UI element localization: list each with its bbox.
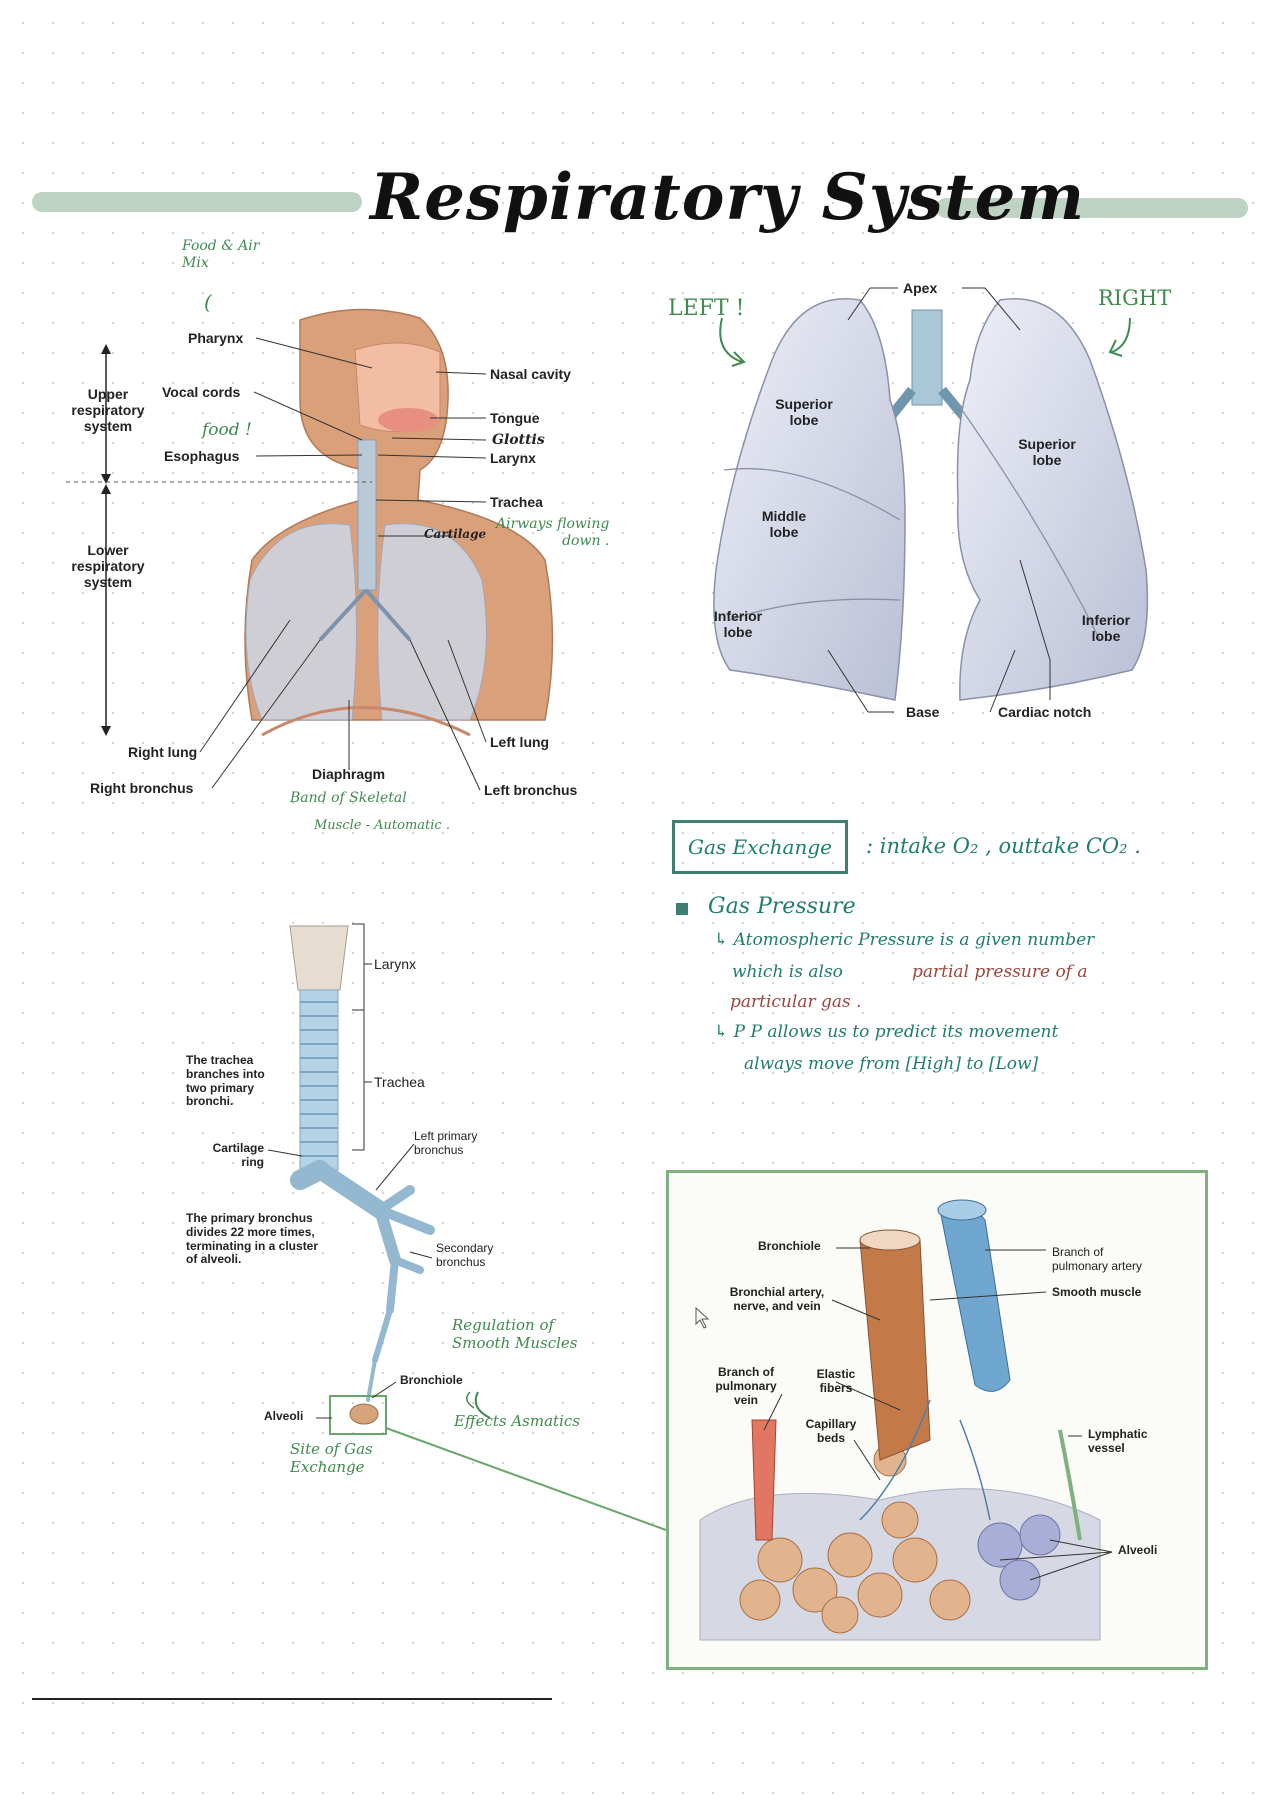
note-airways: Airways flowing down . [496,516,610,549]
lung-right-shape [956,298,1149,701]
mouse-cursor-icon [695,1306,710,1329]
note-food: food ! [202,420,252,440]
note-food-air-mix: Food & Air Mix [182,238,260,271]
label-branch-pulmonary-artery: Branch of pulmonary artery [1052,1245,1143,1273]
note-regulation: Regulation of Smooth Muscles [452,1316,578,1352]
alveoli-cluster [349,1403,379,1425]
label-alveoli-2: Alveoli [264,1409,304,1423]
note-band: Band of Skeletal [290,790,407,806]
lymphatic-vessel [1058,1429,1082,1541]
gas-line-1: ↳ Atomospheric Pressure is a given numbe… [714,930,1095,950]
label-right-superior-lobe: Superior lobe [1018,436,1076,469]
gas-line-4: ↳ P P allows us to predict its movement [714,1022,1059,1042]
label-right-bronchus: Right bronchus [90,780,194,796]
bullet-square-icon [676,903,688,915]
gas-exchange-label: Gas Exchange [688,835,832,859]
trachea-shape [299,989,339,1171]
footer-rule [32,1698,552,1700]
label-base: Base [906,704,940,720]
label-alveoli-detail: Alveoli [1118,1543,1158,1557]
label-secondary-bronchus: Secondary bronchus [436,1241,494,1269]
label-cardiac-notch: Cardiac notch [998,704,1092,720]
bronchi-lines [318,588,412,642]
larynx-shape [289,925,349,991]
label-bronchiole-detail: Bronchiole [758,1239,821,1253]
label-elastic-fibers: Elastic fibers [816,1367,856,1395]
label-left-superior-lobe: Superior lobe [775,396,833,429]
note-right: RIGHT [1098,286,1172,310]
label-trachea-2: Trachea [374,1074,425,1090]
label-smooth-muscle: Smooth muscle [1052,1285,1142,1299]
label-larynx: Larynx [490,450,536,466]
pulmonary-vein [751,1419,777,1541]
effects-arrow [466,1391,475,1409]
label-glottis: Glottis [492,432,545,448]
label-capillary-beds: Capillary beds [805,1417,857,1445]
tongue-shape [378,408,438,432]
label-vocal-cords: Vocal cords [162,384,241,400]
label-tongue: Tongue [490,410,540,426]
label-larynx-2: Larynx [374,956,417,972]
label-apex: Apex [903,280,938,296]
label-lower-respiratory: Lower respiratory system [71,542,145,591]
header-bar-right [936,198,1248,218]
label-left-bronchus: Left bronchus [484,782,578,798]
label-left-lung: Left lung [490,734,550,750]
label-trachea: Trachea [490,494,543,510]
label-cartilage-ring: Cartilage ring [212,1141,264,1169]
diaphragm-curve [261,706,471,737]
note-food-air-bracket: ( [204,290,212,314]
label-right-inferior-lobe: Inferior lobe [1081,612,1131,645]
label-middle-lobe: Middle lobe [761,508,807,541]
right-arrow [1111,317,1131,353]
label-bronchial-artery: Bronchial artery, nerve, and vein [729,1285,825,1313]
page-title: Respiratory System [370,160,1086,235]
label-pharynx: Pharynx [188,330,244,346]
zoom-connector-line [385,1427,667,1531]
gas-line-5: always move from [High] to [Low] [744,1054,1039,1074]
left-arrow [719,317,743,363]
lungs-trachea [911,309,943,406]
label-lymphatic-vessel: Lymphatic vessel [1088,1427,1148,1455]
label-cartilage: Cartilage [424,527,487,541]
gas-line-2a: which is also [732,962,843,982]
gas-exchange-box: Gas Exchange [672,820,848,874]
label-esophagus: Esophagus [164,448,240,464]
note-muscle: Muscle - Automatic . [314,818,450,833]
label-upper-respiratory: Upper respiratory system [71,386,145,435]
label-branch-pulmonary-vein: Branch of pulmonary vein [715,1365,777,1407]
header-bar-left [32,192,362,212]
gas-exchange-definition: : intake O₂ , outtake CO₂ . [866,834,1141,858]
label-bronchiole-2: Bronchiole [400,1373,463,1387]
note-effects: Effects Asmatics [454,1412,580,1430]
alveoli-highlight-box [329,1395,387,1435]
note-left: LEFT ! [668,296,745,321]
label-left-primary-bronchus: Left primary bronchus [414,1129,478,1157]
label-nasal-cavity: Nasal cavity [490,366,571,382]
gas-pressure-heading: Gas Pressure [708,894,856,919]
label-right-lung: Right lung [128,744,198,760]
right-lung-shape [245,523,358,721]
label-primary-divides: The primary bronchus divides 22 more tim… [186,1211,319,1267]
label-trachea-branches: The trachea branches into two primary br… [186,1053,265,1109]
gas-line-3: particular gas . [730,992,862,1012]
label-diaphragm: Diaphragm [312,766,386,782]
regulation-arrow [474,1391,491,1419]
note-site: Site of Gas Exchange [290,1440,373,1476]
gas-line-2b: partial pressure of a [912,962,1088,982]
label-left-inferior-lobe: Inferior lobe [713,608,763,641]
